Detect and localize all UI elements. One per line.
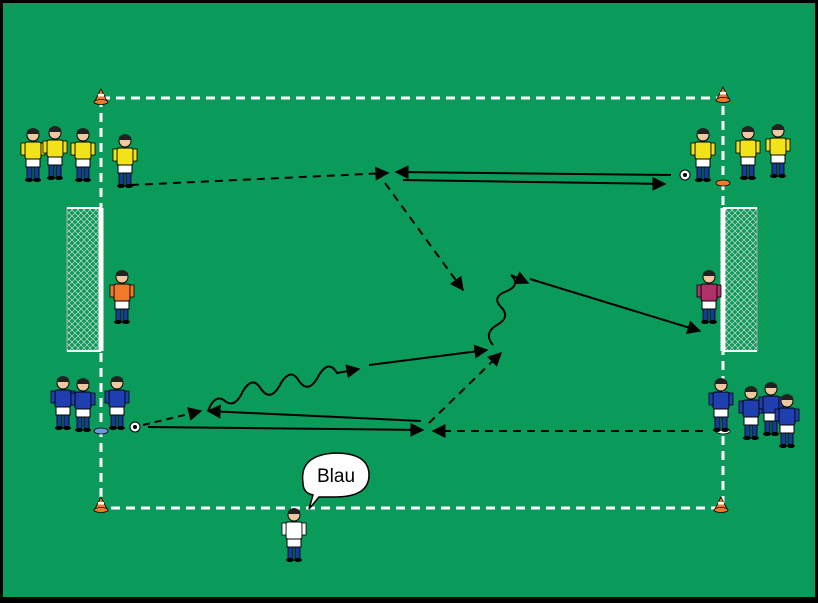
run-arrow <box>206 404 422 422</box>
player-icon <box>109 269 135 325</box>
movement-arrows <box>130 165 703 438</box>
run-arrow <box>402 176 667 191</box>
player-icon <box>708 377 734 433</box>
cone-icon <box>93 427 109 435</box>
yellow-team-left <box>20 125 138 189</box>
cone-icon <box>715 179 731 187</box>
pass-arrow <box>130 166 390 186</box>
ball-icon <box>129 421 141 433</box>
pass-arrow <box>142 407 203 426</box>
speech-bubble: Blau <box>301 452 370 510</box>
player-icon <box>42 125 68 181</box>
player-icon <box>104 375 130 431</box>
player-icon <box>696 269 722 325</box>
ball-icon <box>679 169 691 181</box>
goal-left-icon <box>66 207 104 352</box>
player-icon <box>765 123 791 179</box>
pass-arrow <box>428 352 503 424</box>
run-arrow <box>368 344 489 366</box>
run-arrow <box>529 278 702 335</box>
run-arrow <box>394 165 672 180</box>
blue-team-left <box>50 375 130 433</box>
player-icon <box>690 127 716 183</box>
cone-icon <box>713 496 729 513</box>
pass-arrow <box>384 182 464 292</box>
run-arrow <box>147 422 425 437</box>
player-icon <box>735 125 761 181</box>
goal-right-icon <box>720 207 758 352</box>
player-icon <box>738 385 764 441</box>
goalkeeper-right <box>696 269 722 325</box>
player-icon <box>112 133 138 189</box>
yellow-team-right <box>690 123 791 183</box>
dribble-arrow <box>487 271 530 346</box>
player-icon <box>20 127 46 183</box>
player-icon <box>70 377 96 433</box>
player-icon <box>281 507 307 563</box>
field-boundary <box>99 96 725 510</box>
drill-diagram: Blau <box>20 86 800 563</box>
player-icon <box>70 127 96 183</box>
cone-icon <box>715 86 731 103</box>
speech-label: Blau <box>317 466 355 487</box>
coach <box>281 507 307 563</box>
goalkeeper-left <box>109 269 135 325</box>
dribble-arrow <box>207 364 361 412</box>
cone-icon <box>93 496 109 513</box>
